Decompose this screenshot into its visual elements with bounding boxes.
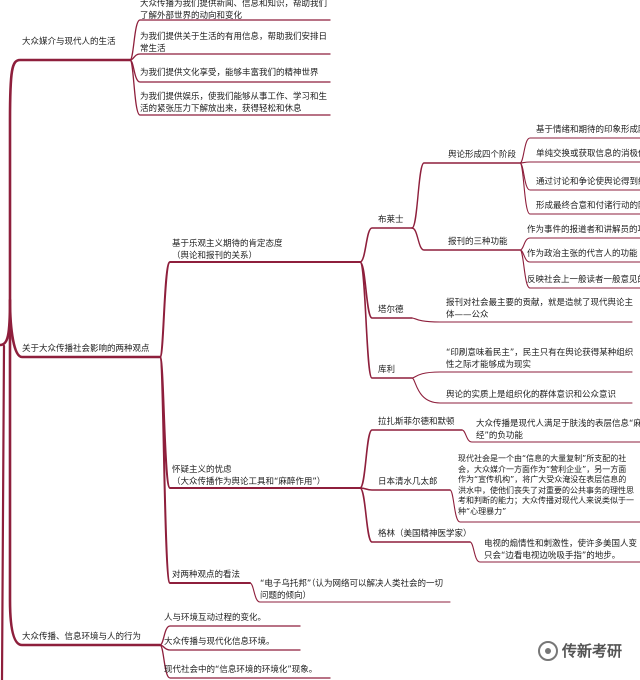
leaf-shimizu: 现代社会是一个由“信息的大量复制”所支配的社 会，大众媒介一方面作为“营利企业”… (458, 454, 634, 516)
node-bryce: 布莱士 (378, 215, 404, 225)
leaf-green: 电视的煽情性和刺激性，使许多美国人变 只会“边看电视边吮吸手指”的地步。 (484, 539, 638, 561)
node-optimistic: 基于乐观主义期待的肯定态度 （舆论和报刊的关系） (172, 239, 283, 261)
watermark: 传新考研 (538, 640, 622, 661)
node-three-functions: 报刊的三种功能 (448, 237, 508, 247)
leaf-function-2: 作为政治主张的代言人的功能 (527, 249, 638, 259)
wechat-icon (538, 640, 558, 661)
node-lazarsfeld: 拉扎斯菲尔德和默顿 (378, 417, 455, 427)
topic-media-and-life: 大众媒介与现代人的生活 (22, 37, 116, 47)
leaf-culture: 为我们提供文化享受，能够丰富我们的精神世界 (140, 68, 319, 78)
node-four-stages: 舆论形成四个阶段 (448, 150, 517, 160)
leaf-cooley-2: 舆论的实质上是组织化的群体意识和公众意识 (446, 390, 617, 400)
node-tarde: 塔尔德 (378, 305, 404, 315)
leaf-electronic-utopia: “电子乌托邦”（认为网络可以解决人类社会的一切 问题的倾向） (260, 579, 444, 601)
node-shimizu: 日本清水几太郎 (378, 477, 438, 487)
leaf-stage-2: 单纯交换或获取信息的消极传 (536, 149, 640, 159)
leaf-lazarsfeld: 大众传播是现代人满足于肤浅的表层信息“麻醉 经”的负功能 (476, 419, 640, 441)
node-green: 格林（美国精神医学家） (378, 529, 472, 539)
leaf-stage-3: 通过讨论和争论使舆论得到结 (536, 177, 640, 187)
topic-info-environment: 大众传播、信息环境与人的行为 (22, 632, 142, 642)
leaf-entertainment: 为我们提供娱乐，使我们能够从事工作、学习和生 活的紧张压力下解放出来，获得轻松和… (140, 92, 328, 114)
node-views-opinion: 对两种观点的看法 (172, 570, 241, 580)
node-skeptical: 怀疑主义的忧虑 （大众传播作为舆论工具和“麻醉作用”） (172, 465, 326, 487)
leaf-news-info: 大众传播为我们提供新闻、信息和知识，帮助我们 了解外部世界的动向和变化 (140, 0, 328, 21)
leaf-useful-info: 为我们提供关于生活的有用信息，帮助我们安排日 常生活 (140, 32, 328, 54)
leaf-function-1: 作为事件的报道者和讲解员的功 (527, 225, 640, 235)
leaf-tarde: 报刊对社会最主要的贡献，就是造就了现代舆论主 体——公众 (446, 298, 634, 320)
topic-two-views: 关于大众传播社会影响的两种观点 (22, 344, 150, 354)
leaf-environmentalization: 现代社会中的“信息环境的环境化”现象。 (164, 665, 318, 675)
leaf-interaction-change: 人与环境互动过程的变化。 (164, 613, 267, 623)
leaf-stage-4: 形成最终合意和付诸行动的阶 (536, 201, 640, 211)
node-cooley: 库利 (378, 365, 396, 375)
leaf-cooley-1: “印刷意味着民主”，民主只有在舆论获得某种组织 性之际才能够成为现实 (446, 348, 634, 370)
leaf-stage-1: 基于情绪和期待的印象形成阶 (536, 125, 640, 135)
watermark-text: 传新考研 (562, 642, 623, 660)
leaf-function-3: 反映社会上一般读者一般意见的 (527, 275, 640, 285)
leaf-modern-info-env: 大众传播与现代化信息环境。 (164, 637, 275, 647)
